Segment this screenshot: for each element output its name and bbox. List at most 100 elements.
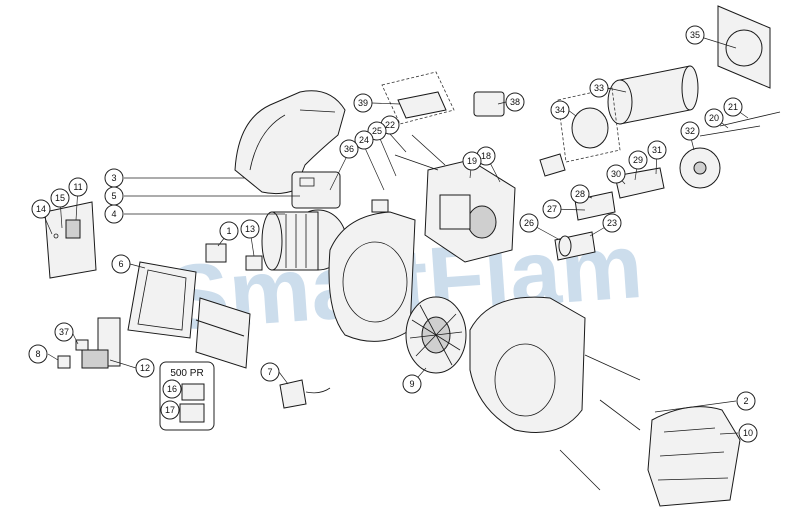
svg-text:17: 17 (165, 405, 175, 415)
svg-text:2: 2 (743, 396, 748, 406)
svg-text:4: 4 (111, 209, 116, 219)
junction-box (291, 171, 341, 209)
svg-text:14: 14 (36, 204, 46, 214)
callout-3: 3 (104, 168, 124, 188)
inset-title: 500 PR (170, 368, 203, 379)
svg-text:16: 16 (167, 384, 177, 394)
callout-16: 16 (162, 379, 182, 399)
callout-17: 17 (160, 400, 180, 420)
fan-housing-front (328, 211, 416, 342)
callout-39: 39 (353, 93, 373, 113)
svg-text:34: 34 (555, 105, 565, 115)
svg-text:27: 27 (547, 204, 557, 214)
callout-29: 29 (628, 150, 648, 170)
callout-24: 24 (354, 130, 374, 150)
callout-31: 31 (647, 140, 667, 160)
callout-11: 11 (68, 177, 88, 197)
svg-text:31: 31 (652, 145, 662, 155)
diffuser-disc (679, 147, 721, 189)
control-board (381, 71, 455, 125)
svg-text:9: 9 (409, 379, 414, 389)
blast-tube (607, 65, 699, 125)
callout-4: 4 (104, 204, 124, 224)
air-intake-cover (127, 261, 197, 339)
svg-text:1: 1 (226, 226, 231, 236)
svg-text:36: 36 (344, 144, 354, 154)
svg-text:7: 7 (267, 367, 272, 377)
callout-20: 20 (704, 108, 724, 128)
callout-5: 5 (104, 186, 124, 206)
callout-1: 1 (219, 221, 239, 241)
callout-7: 7 (260, 362, 280, 382)
svg-text:25: 25 (372, 126, 382, 136)
svg-text:10: 10 (743, 428, 753, 438)
svg-text:24: 24 (359, 135, 369, 145)
callout-6: 6 (111, 254, 131, 274)
nozzle-holder (614, 167, 665, 199)
svg-text:39: 39 (358, 98, 368, 108)
callout-28: 28 (570, 184, 590, 204)
svg-text:37: 37 (59, 327, 69, 337)
callout-35: 35 (685, 25, 705, 45)
burner-cover-right (647, 406, 741, 507)
fittings (371, 134, 446, 213)
control-module (81, 317, 121, 369)
callout-30: 30 (606, 164, 626, 184)
svg-text:21: 21 (728, 102, 738, 112)
callout-33: 33 (589, 78, 609, 98)
gasket-plate (717, 5, 771, 89)
svg-text:3: 3 (111, 173, 116, 183)
callout-8: 8 (28, 344, 48, 364)
svg-text:5: 5 (111, 191, 116, 201)
callout-36: 36 (339, 139, 359, 159)
svg-text:26: 26 (524, 218, 534, 228)
callout-34: 34 (550, 100, 570, 120)
callout-37: 37 (54, 322, 74, 342)
callout-26: 26 (519, 213, 539, 233)
callout-15: 15 (50, 188, 70, 208)
connector-8 (57, 355, 71, 369)
control-panel (44, 201, 97, 279)
svg-text:30: 30 (611, 169, 621, 179)
callout-32: 32 (680, 121, 700, 141)
connector-37 (75, 339, 89, 351)
fan-wheel (405, 296, 467, 374)
callout-38: 38 (505, 92, 525, 112)
callout-27: 27 (542, 199, 562, 219)
relay (279, 379, 331, 409)
svg-text:6: 6 (118, 259, 123, 269)
svg-text:12: 12 (140, 363, 150, 373)
callout-23: 23 (602, 213, 622, 233)
callout-14: 14 (31, 199, 51, 219)
linkage-rods (559, 354, 641, 491)
svg-text:35: 35 (690, 30, 700, 40)
burner-cover (234, 90, 346, 195)
callout-group: 35 39 38 33 34 21 20 32 22 25 24 36 18 1… (28, 25, 758, 443)
svg-text:28: 28 (575, 189, 585, 199)
svg-text:8: 8 (35, 349, 40, 359)
callout-25: 25 (367, 121, 387, 141)
callout-21: 21 (723, 97, 743, 117)
svg-text:15: 15 (55, 193, 65, 203)
flange-assembly (424, 159, 516, 263)
callout-2: 2 (736, 391, 756, 411)
svg-text:32: 32 (685, 126, 695, 136)
svg-text:29: 29 (633, 155, 643, 165)
svg-text:33: 33 (594, 83, 604, 93)
svg-text:19: 19 (467, 156, 477, 166)
callout-10: 10 (738, 423, 758, 443)
capacitor (205, 243, 263, 271)
svg-text:18: 18 (481, 151, 491, 161)
svg-text:38: 38 (510, 97, 520, 107)
svg-text:20: 20 (709, 113, 719, 123)
callout-12: 12 (135, 358, 155, 378)
svg-text:13: 13 (245, 224, 255, 234)
electrodes (699, 111, 781, 137)
callout-19: 19 (462, 151, 482, 171)
svg-text:11: 11 (73, 182, 82, 192)
callout-9: 9 (402, 374, 422, 394)
main-housing (469, 296, 586, 433)
ignition-transformer (473, 91, 505, 117)
